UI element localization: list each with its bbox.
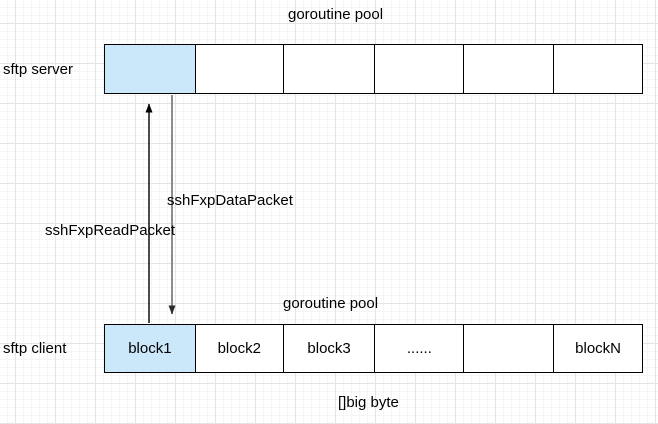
block-cell[interactable]: blockN xyxy=(554,325,642,372)
block-cell[interactable]: ...... xyxy=(375,325,465,372)
byte-array-caption: []big byte xyxy=(338,394,399,411)
sftp-server-label: sftp server xyxy=(3,60,74,78)
block-cell[interactable]: block2 xyxy=(195,325,284,372)
read-packet-label: sshFxpReadPacket xyxy=(45,222,176,239)
pool-cell[interactable] xyxy=(464,45,555,93)
server-goroutine-pool-row xyxy=(104,44,643,94)
pool-cell-active[interactable] xyxy=(105,45,196,93)
pool-cell[interactable] xyxy=(195,45,284,93)
pool-cell[interactable] xyxy=(554,45,642,93)
block-cell-active[interactable]: block1 xyxy=(105,325,196,372)
sftp-client-label: sftp client xyxy=(3,340,67,357)
pool-cell[interactable] xyxy=(375,45,465,93)
block-cell[interactable] xyxy=(464,325,555,372)
pool-cell[interactable] xyxy=(283,45,376,93)
bottom-pool-title: goroutine pool xyxy=(283,295,379,312)
block-cell[interactable]: block3 xyxy=(283,325,376,372)
client-block-row: block1 block2 block3 ...... blockN xyxy=(104,324,643,373)
data-packet-label: sshFxpDataPacket xyxy=(167,192,293,209)
top-pool-title: goroutine pool xyxy=(288,6,384,23)
